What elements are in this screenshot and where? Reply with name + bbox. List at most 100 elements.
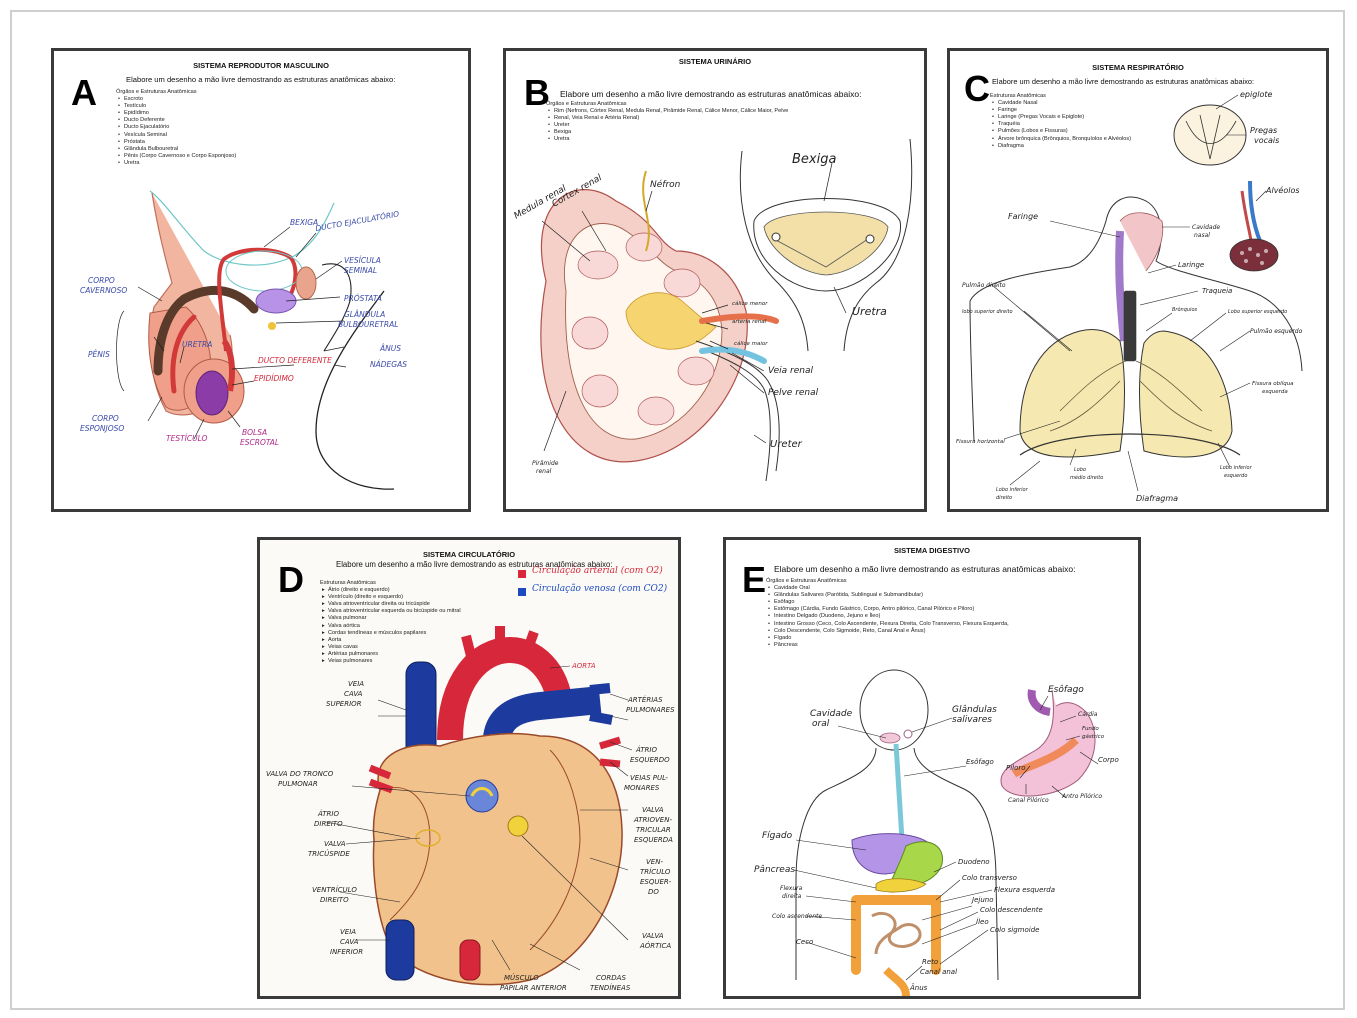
- label-valva-tronco-pulmonar-2: PULMONAR: [278, 780, 318, 788]
- label-veia-cava-inferior-2: CAVA: [340, 938, 359, 946]
- label-piramide-renal-1: Pirâmide: [532, 460, 559, 467]
- label-calice-maior: cálice maior: [734, 340, 768, 347]
- label-canal-anal: Canal anal: [920, 968, 957, 976]
- label-ventriculo-direito-1: VENTRÍCULO: [312, 885, 357, 894]
- label-pelve-renal: Pelve renal: [768, 388, 819, 398]
- respiratory-system-drawing: epiglote Pregas vocais Alvéolos Faringe …: [950, 51, 1326, 509]
- label-pulmao-esquerdo: Pulmão esquerdo: [1250, 328, 1303, 335]
- label-alveolos: Alvéolos: [1265, 185, 1300, 195]
- label-corpo: Corpo: [1098, 756, 1119, 764]
- label-fissura-obliqua-1: Fissura oblíqua: [1252, 380, 1294, 387]
- label-veia-renal: Veia renal: [768, 366, 813, 376]
- label-corpo-esponjoso-1: CORPO: [92, 414, 119, 423]
- label-fundo-gastrico-2: gástrico: [1082, 733, 1105, 740]
- label-ducto-ejaculatorio: DUCTO EJACULATÓRIO: [315, 209, 400, 233]
- label-anus: ÂNUS: [379, 344, 401, 353]
- label-lobo-medio-2: médio direito: [1070, 474, 1103, 481]
- label-cavidade-oral-1: Cavidade: [810, 709, 853, 719]
- label-valva-tricuspide-1: VALVA: [324, 840, 346, 848]
- label-esofago-inset: Esôfago: [1048, 684, 1084, 695]
- panel-a-reproductive-system: A SISTEMA REPRODUTOR MASCULINO Elabore u…: [51, 48, 471, 512]
- label-musculo-papilar-2: PAPILAR ANTERIOR: [500, 984, 567, 992]
- label-traqueia: Traqueia: [1202, 287, 1232, 295]
- label-cordas-tendineas-1: CORDAS: [596, 974, 626, 982]
- label-arterias-pulmonares-2: PULMONARES: [626, 706, 675, 714]
- label-valva-tronco-pulmonar-1: VALVA DO TRONCO: [266, 770, 334, 778]
- label-musculo-papilar-1: MÚSCULO: [504, 973, 539, 982]
- label-valva-aortica-2: AÓRTICA: [639, 941, 671, 950]
- panel-d-circulatory-system: D SISTEMA CIRCULATÓRIO Elabore um desenh…: [257, 537, 681, 999]
- label-ventriculo-direito-2: DIREITO: [320, 896, 349, 904]
- label-veias-pulmonares-1: VEIAS PUL-: [630, 774, 668, 782]
- label-flexura-direita-1: Flexura: [780, 885, 803, 892]
- digestive-system-drawing: Cavidade oral Glândulas salivares Esôfag…: [726, 540, 1138, 996]
- label-fissura-obliqua-2: esquerda: [1262, 389, 1288, 395]
- label-cavidade-nasal-2: nasal: [1194, 232, 1210, 239]
- label-ducto-deferente: DUCTO DEFERENTE: [258, 356, 332, 365]
- label-bexiga: BEXIGA: [290, 218, 318, 227]
- label-calice-menor: cálice menor: [732, 300, 768, 307]
- label-valva-av-esquerda-1: VALVA: [642, 806, 664, 814]
- label-glandulas-salivares-1: Glândulas: [952, 705, 997, 715]
- label-valva-tricuspide-2: TRICÚSPIDE: [308, 849, 350, 858]
- label-nadegas: NÁDEGAS: [370, 360, 407, 369]
- label-faringe: Faringe: [1008, 212, 1038, 221]
- label-colo-ascendente: Colo ascendente: [772, 913, 822, 920]
- label-bronquios: Brônquios: [1172, 306, 1198, 313]
- label-ventriculo-esquerdo-2: TRÍCULO: [640, 867, 671, 876]
- label-vesicula-seminal-2: SEMINAL: [344, 266, 377, 275]
- label-prostata: PRÓSTATA: [344, 294, 382, 303]
- label-ceco: Ceco: [796, 938, 813, 946]
- label-colo-descendente: Colo descendente: [980, 906, 1043, 914]
- label-esofago-body: Esôfago: [966, 758, 994, 766]
- label-cardia: Cárdia: [1078, 711, 1098, 718]
- label-fissura-horizontal: Fissura horizontal: [956, 439, 1005, 445]
- label-glandula-2: BULBOURETRAL: [338, 320, 398, 329]
- label-veia-cava-superior-2: CAVA: [344, 690, 363, 698]
- label-colo-transverso: Colo transverso: [962, 874, 1017, 882]
- label-glandulas-salivares-2: salivares: [952, 715, 992, 725]
- label-corpo-cavernoso-2: CAVERNOSO: [80, 286, 127, 295]
- label-flexura-esquerda: Flexura esquerda: [994, 886, 1055, 894]
- label-colo-sigmoide: Colo sigmoide: [990, 926, 1039, 934]
- label-lobo-superior-direito: lobo superior direito: [962, 309, 1013, 315]
- label-epididimo: EPIDÍDIMO: [254, 374, 294, 383]
- label-arterias-pulmonares-1: ARTÉRIAS: [627, 695, 663, 704]
- label-canal-pilorico: Canal Pilórico: [1008, 797, 1049, 804]
- label-nefron: Néfron: [650, 179, 681, 190]
- label-ventriculo-esquerdo-3: ESQUER-: [640, 878, 672, 886]
- label-lobo-inferior-direito-2: direito: [996, 495, 1012, 501]
- label-valva-aortica-1: VALVA: [642, 932, 664, 940]
- label-jejuno: Jejuno: [970, 896, 993, 904]
- label-antro-pilorico: Antro Pilórico: [1061, 793, 1102, 800]
- label-cavidade-nasal-1: Cavidade: [1192, 224, 1220, 231]
- label-bexiga: Bexiga: [792, 152, 836, 167]
- label-valva-av-esquerda-2: ATRIOVEN-: [633, 816, 672, 824]
- label-atrio-esquerdo-2: ESQUERDO: [630, 756, 670, 764]
- label-cavidade-oral-2: oral: [812, 719, 830, 729]
- label-anus: Ânus: [909, 983, 928, 992]
- label-veia-cava-superior-1: VEIA: [348, 680, 364, 688]
- label-duodeno: Duodeno: [958, 858, 990, 866]
- label-pregas-vocais-2: vocais: [1254, 136, 1279, 145]
- label-ileo: Íleo: [976, 917, 989, 926]
- label-veias-pulmonares-2: MONARES: [624, 784, 660, 792]
- label-ureter: Ureter: [770, 439, 803, 450]
- label-lobo-superior-esquerdo: Lobo superior esquerdo: [1228, 309, 1287, 315]
- label-epiglote: epiglote: [1240, 90, 1273, 99]
- label-fundo-gastrico-1: Fundo: [1082, 726, 1099, 732]
- label-lobo-inferior-esquerdo-1: Lobo inferior: [1220, 465, 1253, 471]
- label-glandula-1: GLÂNDULA: [344, 310, 385, 319]
- panel-c-respiratory-system: C SISTEMA RESPIRATÓRIO Elabore um desenh…: [947, 48, 1329, 512]
- label-flexura-direita-2: direita: [782, 893, 802, 900]
- label-bolsa-1: BOLSA: [242, 428, 267, 437]
- label-arteria-renal: artéria renal: [732, 318, 767, 325]
- label-testiculo: TESTÍCULO: [166, 434, 208, 443]
- label-piloro: Piloro: [1006, 764, 1026, 772]
- label-atrio-direito-2: DIREITO: [314, 820, 343, 828]
- label-figado: Fígado: [762, 831, 793, 841]
- male-reproductive-drawing: BEXIGA DUCTO EJACULATÓRIO VESÍCULA SEMIN…: [54, 51, 468, 509]
- label-valva-av-esquerda-4: ESQUERDA: [634, 836, 673, 844]
- label-veia-cava-inferior-1: VEIA: [340, 928, 356, 936]
- label-veia-cava-superior-3: SUPERIOR: [326, 700, 362, 708]
